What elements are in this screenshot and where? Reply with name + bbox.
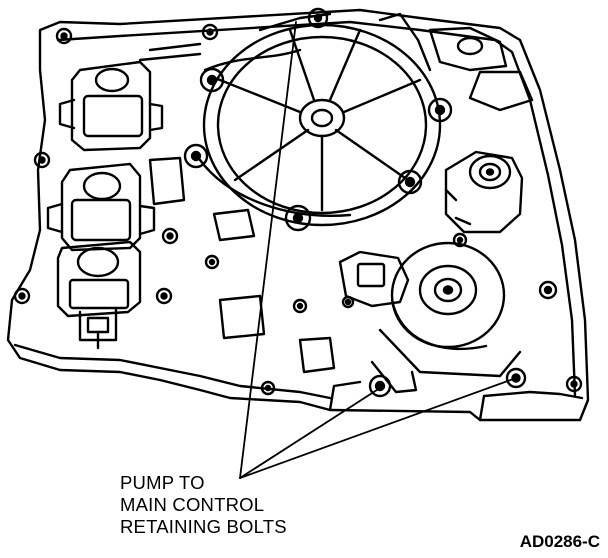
- pump-bosses: [183, 7, 453, 232]
- callout-label: PUMP TO MAIN CONTROL RETAINING BOLTS: [120, 472, 287, 538]
- solenoid-lower-right: [338, 241, 522, 394]
- callout-leaders: [239, 21, 517, 479]
- callout-line-1: PUMP TO: [120, 472, 205, 493]
- solenoid-middle: [46, 162, 156, 252]
- figure-id: AD0286-C: [519, 532, 600, 551]
- plate-bolt-holes: [13, 23, 583, 396]
- plate-lower-edge: [13, 343, 332, 400]
- solenoid-upper-right: [444, 150, 524, 234]
- callout-line-2: MAIN CONTROL: [120, 494, 265, 515]
- solenoid-upper: [58, 60, 164, 152]
- solenoid-lower: [56, 240, 142, 350]
- pump-housing: [198, 12, 442, 227]
- callout-line-3: RETAINING BOLTS: [120, 516, 287, 537]
